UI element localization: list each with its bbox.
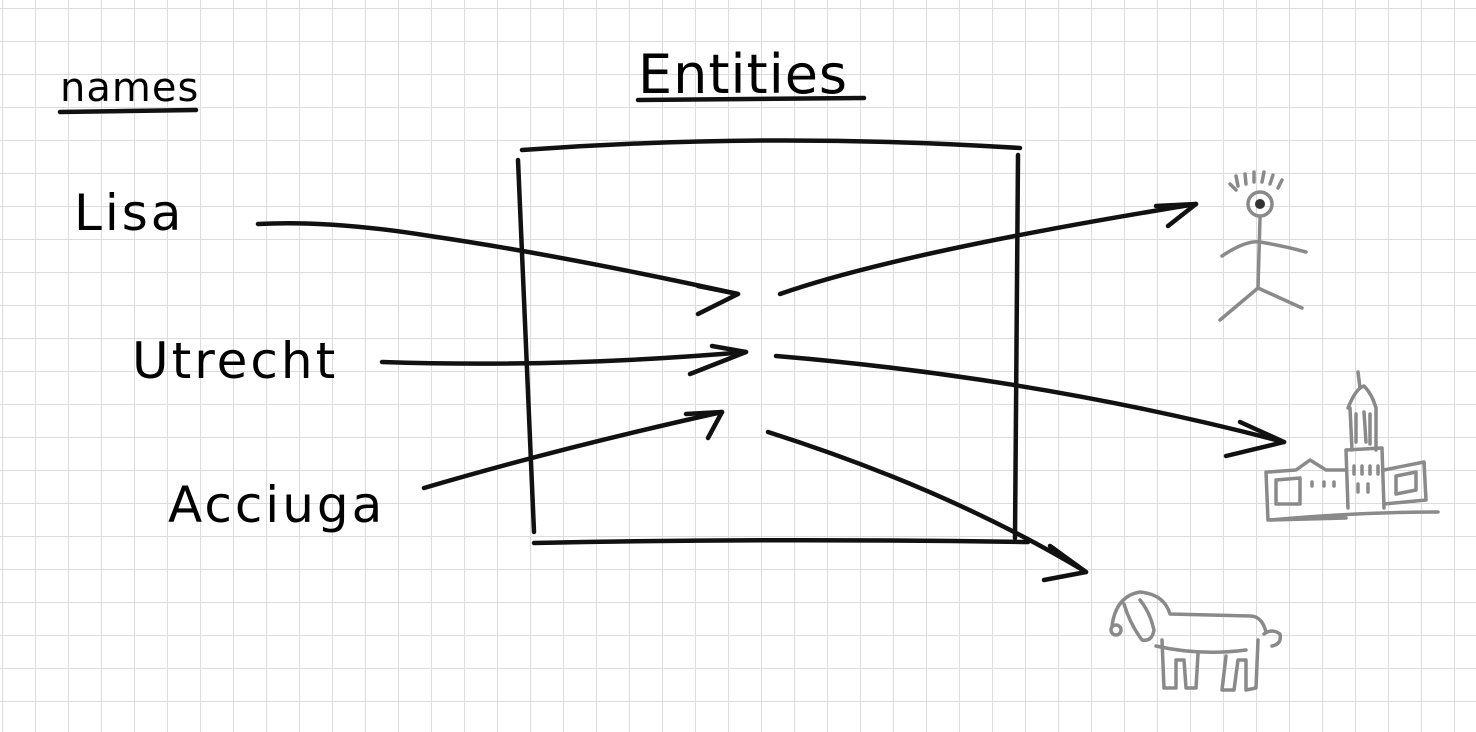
- person-icon: [1218, 170, 1308, 322]
- arrow-lisa-in: [255, 220, 741, 317]
- entities-box: [515, 138, 1031, 546]
- arrow-to-city: [773, 353, 1287, 459]
- arrow-utrecht-in: [379, 343, 749, 377]
- arrow-to-dog: [765, 429, 1089, 583]
- entities-heading: Entities: [638, 43, 849, 106]
- arrow-acciuga-in: [421, 409, 725, 491]
- arrow-to-person: [777, 201, 1199, 297]
- city-church-icon: [1264, 370, 1440, 522]
- name-acciuga: Acciuga: [168, 476, 386, 534]
- names-underline: [57, 107, 199, 115]
- names-heading: names: [60, 65, 200, 111]
- name-lisa: Lisa: [74, 184, 185, 242]
- dog-icon: [1109, 590, 1283, 692]
- entities-underline: [635, 95, 867, 103]
- name-utrecht: Utrecht: [132, 332, 339, 390]
